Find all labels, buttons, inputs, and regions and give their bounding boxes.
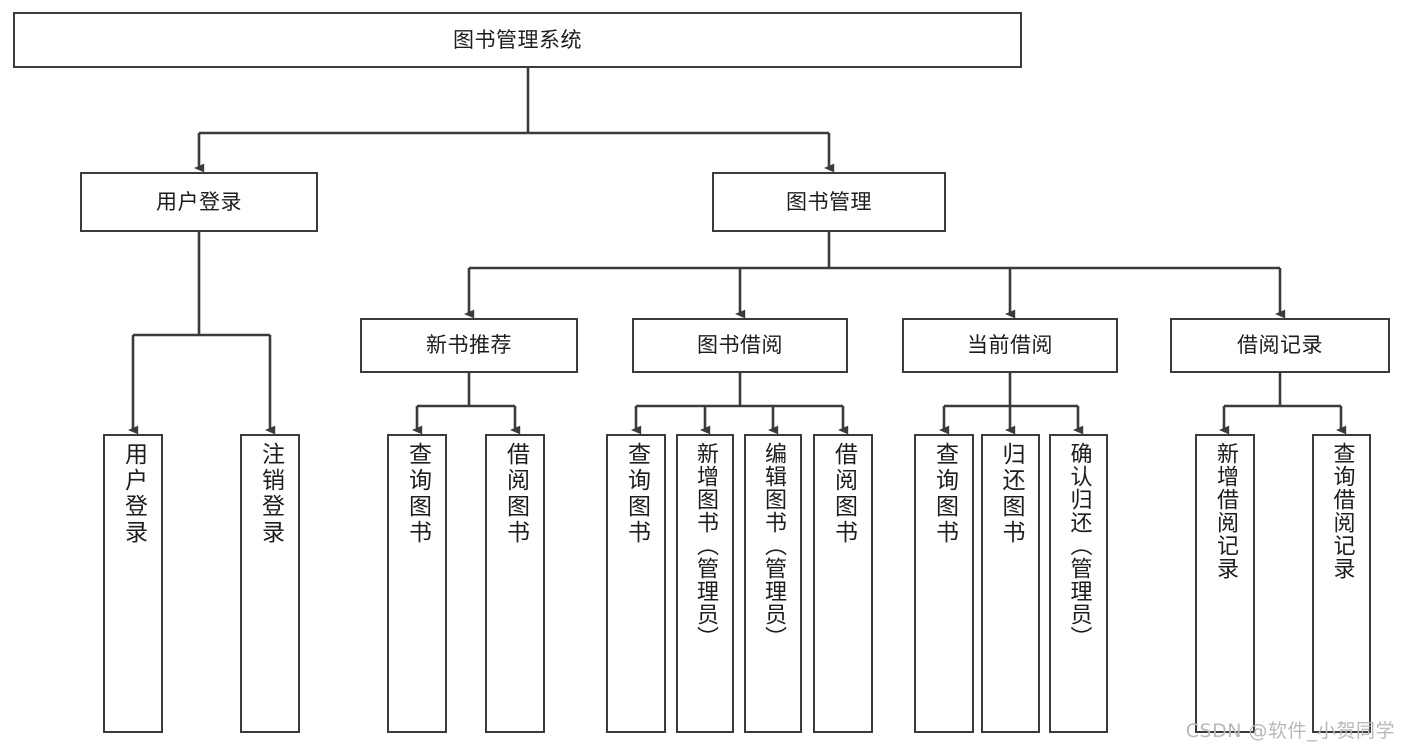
node-leaf-add-book-admin-label: 新增图书（管理员） bbox=[693, 442, 718, 649]
node-leaf-borrow-book-1-label: 借阅图书 bbox=[502, 442, 529, 546]
node-leaf-logout-login-label: 注销登录 bbox=[257, 442, 284, 546]
node-book-borrow-label: 图书借阅 bbox=[697, 333, 783, 358]
node-leaf-logout-login[interactable]: 注销登录 bbox=[240, 434, 300, 733]
node-leaf-return-book[interactable]: 归还图书 bbox=[981, 434, 1040, 733]
node-root-label: 图书管理系统 bbox=[453, 27, 582, 52]
node-leaf-query-book-1-label: 查询图书 bbox=[404, 442, 431, 546]
node-leaf-confirm-return-admin-label: 确认归还（管理员） bbox=[1066, 442, 1092, 649]
node-leaf-edit-book-admin-label: 编辑图书（管理员） bbox=[761, 442, 786, 649]
node-leaf-edit-book-admin[interactable]: 编辑图书（管理员） bbox=[744, 434, 802, 733]
node-leaf-borrow-book-1[interactable]: 借阅图书 bbox=[485, 434, 545, 733]
node-book-management[interactable]: 图书管理 bbox=[712, 172, 946, 232]
node-new-book-recommend[interactable]: 新书推荐 bbox=[360, 318, 578, 373]
node-leaf-borrow-book-2[interactable]: 借阅图书 bbox=[813, 434, 873, 733]
node-user-login-label: 用户登录 bbox=[156, 189, 242, 214]
node-leaf-return-book-label: 归还图书 bbox=[998, 442, 1024, 546]
node-user-login[interactable]: 用户登录 bbox=[80, 172, 318, 232]
node-leaf-query-book-2[interactable]: 查询图书 bbox=[606, 434, 666, 733]
node-leaf-add-book-admin[interactable]: 新增图书（管理员） bbox=[676, 434, 734, 733]
node-leaf-user-login[interactable]: 用户登录 bbox=[103, 434, 163, 733]
node-borrow-record-label: 借阅记录 bbox=[1237, 333, 1323, 358]
node-borrow-record[interactable]: 借阅记录 bbox=[1170, 318, 1390, 373]
node-leaf-query-borrow-record[interactable]: 查询借阅记录 bbox=[1312, 434, 1371, 733]
node-leaf-user-login-label: 用户登录 bbox=[120, 442, 147, 546]
node-new-book-recommend-label: 新书推荐 bbox=[426, 333, 512, 358]
node-leaf-confirm-return-admin[interactable]: 确认归还（管理员） bbox=[1049, 434, 1108, 733]
node-leaf-query-book-3[interactable]: 查询图书 bbox=[914, 434, 974, 733]
node-leaf-query-book-3-label: 查询图书 bbox=[931, 442, 958, 546]
node-current-borrow[interactable]: 当前借阅 bbox=[902, 318, 1118, 373]
node-leaf-add-borrow-record[interactable]: 新增借阅记录 bbox=[1195, 434, 1255, 733]
node-book-borrow[interactable]: 图书借阅 bbox=[632, 318, 848, 373]
node-book-management-label: 图书管理 bbox=[786, 189, 872, 214]
node-leaf-query-book-2-label: 查询图书 bbox=[623, 442, 650, 546]
node-leaf-add-borrow-record-label: 新增借阅记录 bbox=[1213, 442, 1238, 580]
node-root[interactable]: 图书管理系统 bbox=[13, 12, 1022, 68]
node-current-borrow-label: 当前借阅 bbox=[967, 333, 1053, 358]
node-leaf-query-book-1[interactable]: 查询图书 bbox=[387, 434, 447, 733]
node-leaf-borrow-book-2-label: 借阅图书 bbox=[830, 442, 857, 546]
node-leaf-query-borrow-record-label: 查询借阅记录 bbox=[1329, 442, 1355, 580]
